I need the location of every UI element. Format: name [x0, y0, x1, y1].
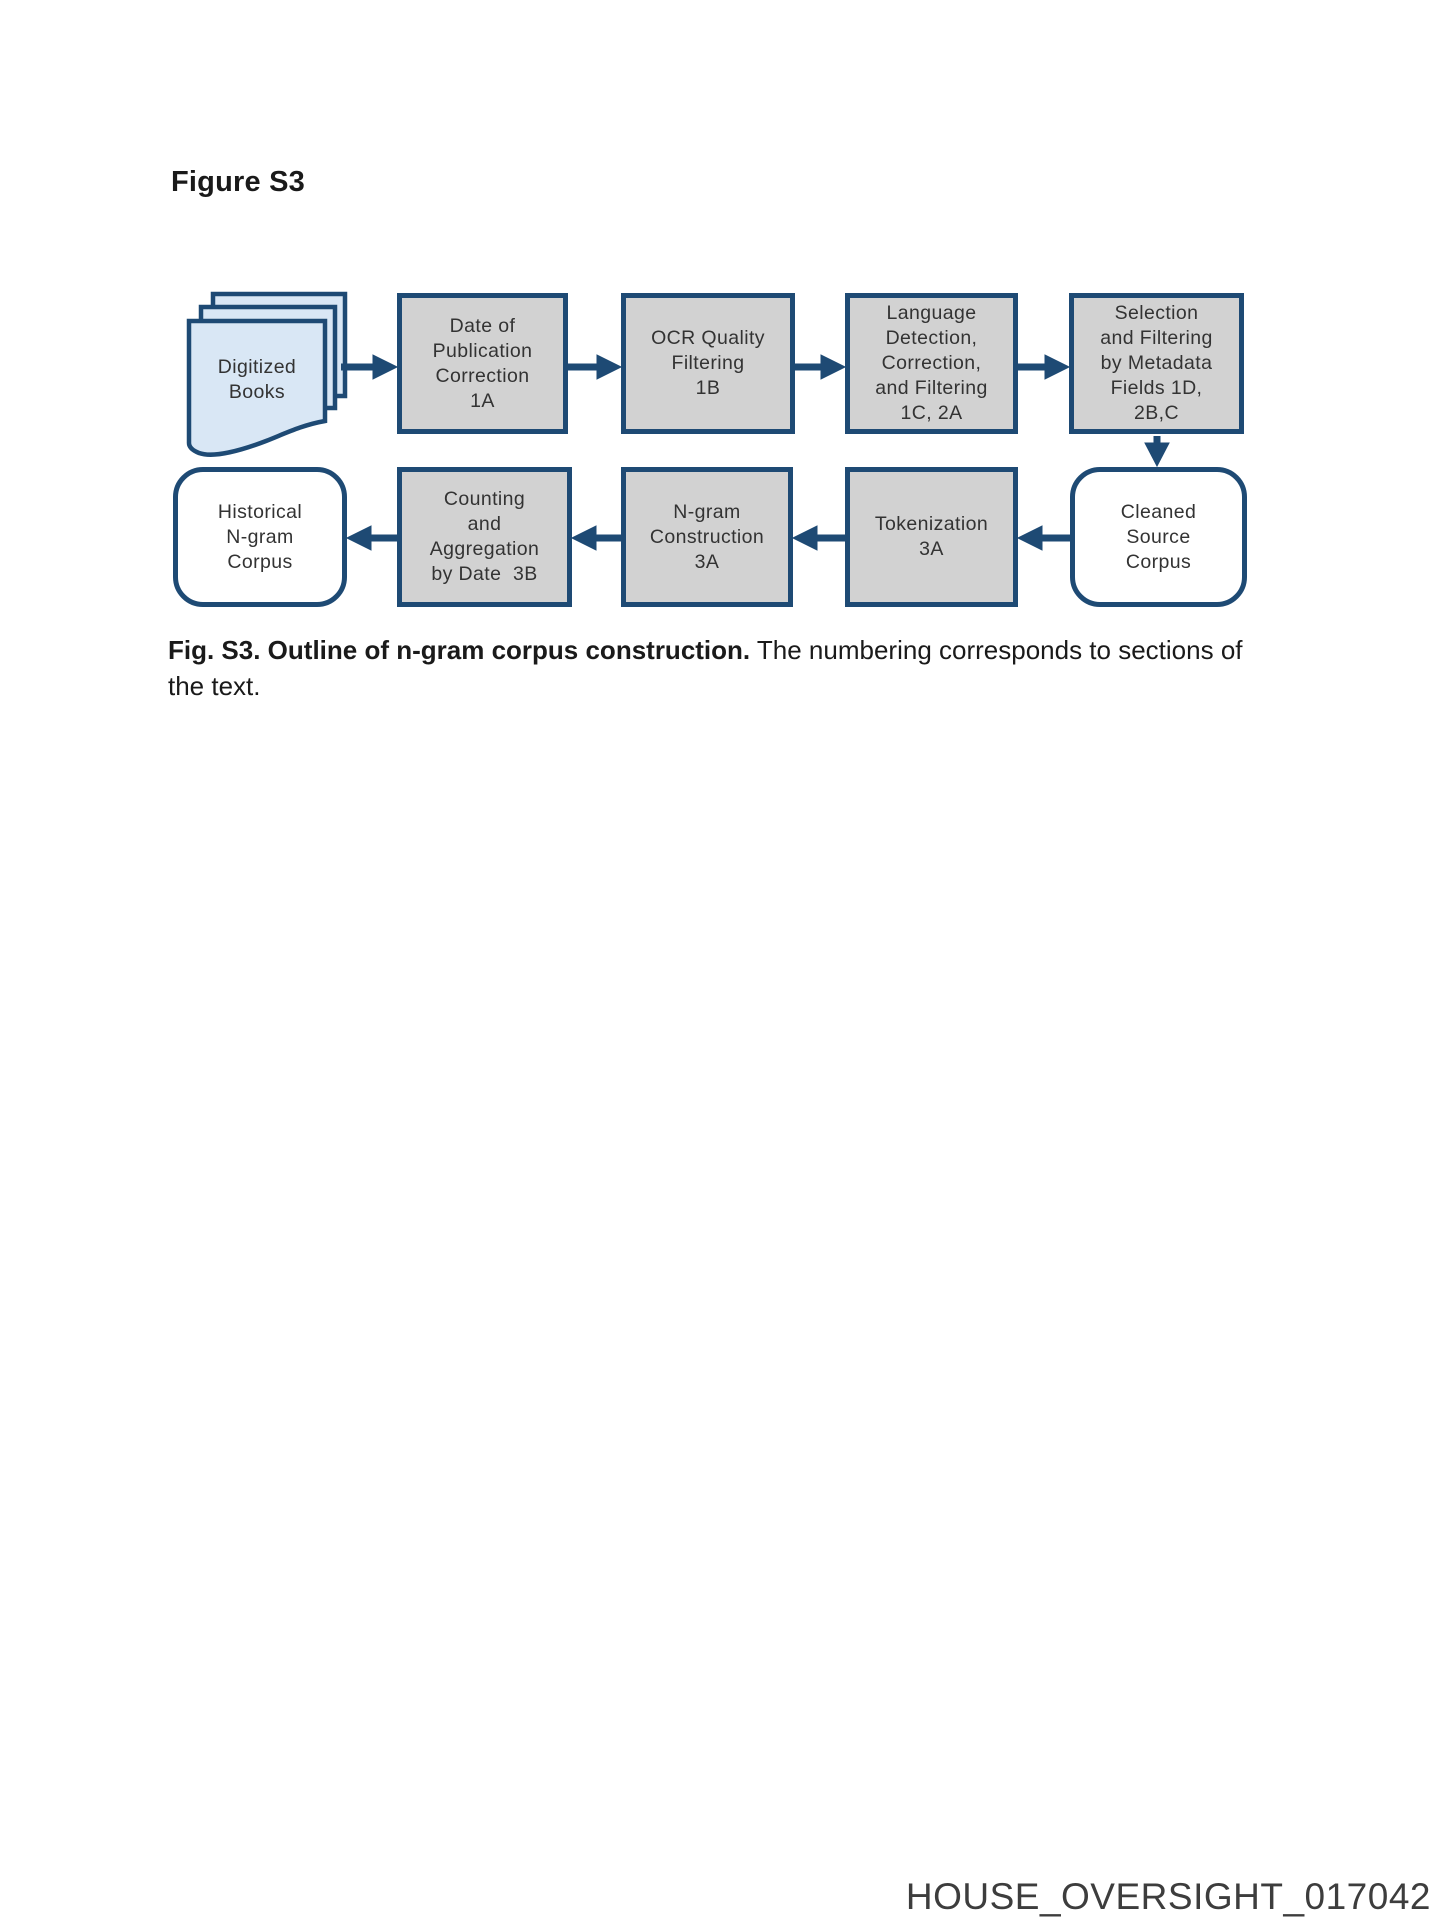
arrow-tokenization-to-ngram: [791, 525, 845, 551]
node-ocr-quality-filtering: OCR Quality Filtering 1B: [621, 293, 795, 434]
node-label: Counting and Aggregation by Date 3B: [429, 488, 540, 585]
node-counting-aggregation: Counting and Aggregation by Date 3B: [397, 467, 572, 607]
node-ngram-construction: N-gram Construction 3A: [621, 467, 793, 607]
arrow-ngram-to-counting: [570, 525, 621, 551]
node-tokenization: Tokenization 3A: [845, 467, 1018, 607]
arrow-1c-to-1d: [1018, 354, 1071, 380]
node-language-detection: Language Detection, Correction, and Filt…: [845, 293, 1018, 434]
node-historical-ngram-corpus: Historical N-gram Corpus: [173, 467, 347, 607]
node-label: Historical N-gram Corpus: [217, 500, 303, 573]
node-label: OCR Quality Filtering 1B: [651, 327, 765, 399]
node-label: N-gram Construction 3A: [649, 500, 765, 573]
node-cleaned-source-corpus: Cleaned Source Corpus: [1070, 467, 1247, 607]
arrow-1d-to-cleaned: [1144, 436, 1170, 468]
figure-heading: Figure S3: [171, 166, 305, 198]
arrow-1a-to-1b: [568, 354, 623, 380]
node-date-of-publication-correction: Date of Publication Correction 1A: [397, 293, 568, 434]
arrow-cleaned-to-tokenization: [1016, 525, 1070, 551]
node-label: Cleaned Source Corpus: [1120, 500, 1197, 573]
figure-caption: Fig. S3. Outline of n-gram corpus constr…: [168, 632, 1278, 704]
bates-number: HOUSE_OVERSIGHT_017042: [905, 1876, 1431, 1917]
arrow-books-to-1a: [341, 354, 399, 380]
node-label: Selection and Filtering by Metadata Fiel…: [1100, 302, 1213, 424]
node-label: Date of Publication Correction 1A: [432, 314, 533, 412]
node-label: Digitized Books: [217, 356, 297, 403]
node-label: Language Detection, Correction, and Filt…: [875, 302, 988, 424]
caption-regular-part: The numbering corresponds to sections of…: [168, 635, 1243, 701]
node-selection-filtering-metadata: Selection and Filtering by Metadata Fiel…: [1069, 293, 1244, 434]
arrow-counting-to-historical: [345, 525, 397, 551]
arrow-1b-to-1c: [795, 354, 847, 380]
document-stack-icon: [186, 291, 348, 457]
caption-bold-part: Fig. S3. Outline of n-gram corpus constr…: [168, 635, 751, 665]
node-digitized-books: Digitized Books: [189, 330, 325, 430]
node-label: Tokenization 3A: [874, 513, 989, 560]
